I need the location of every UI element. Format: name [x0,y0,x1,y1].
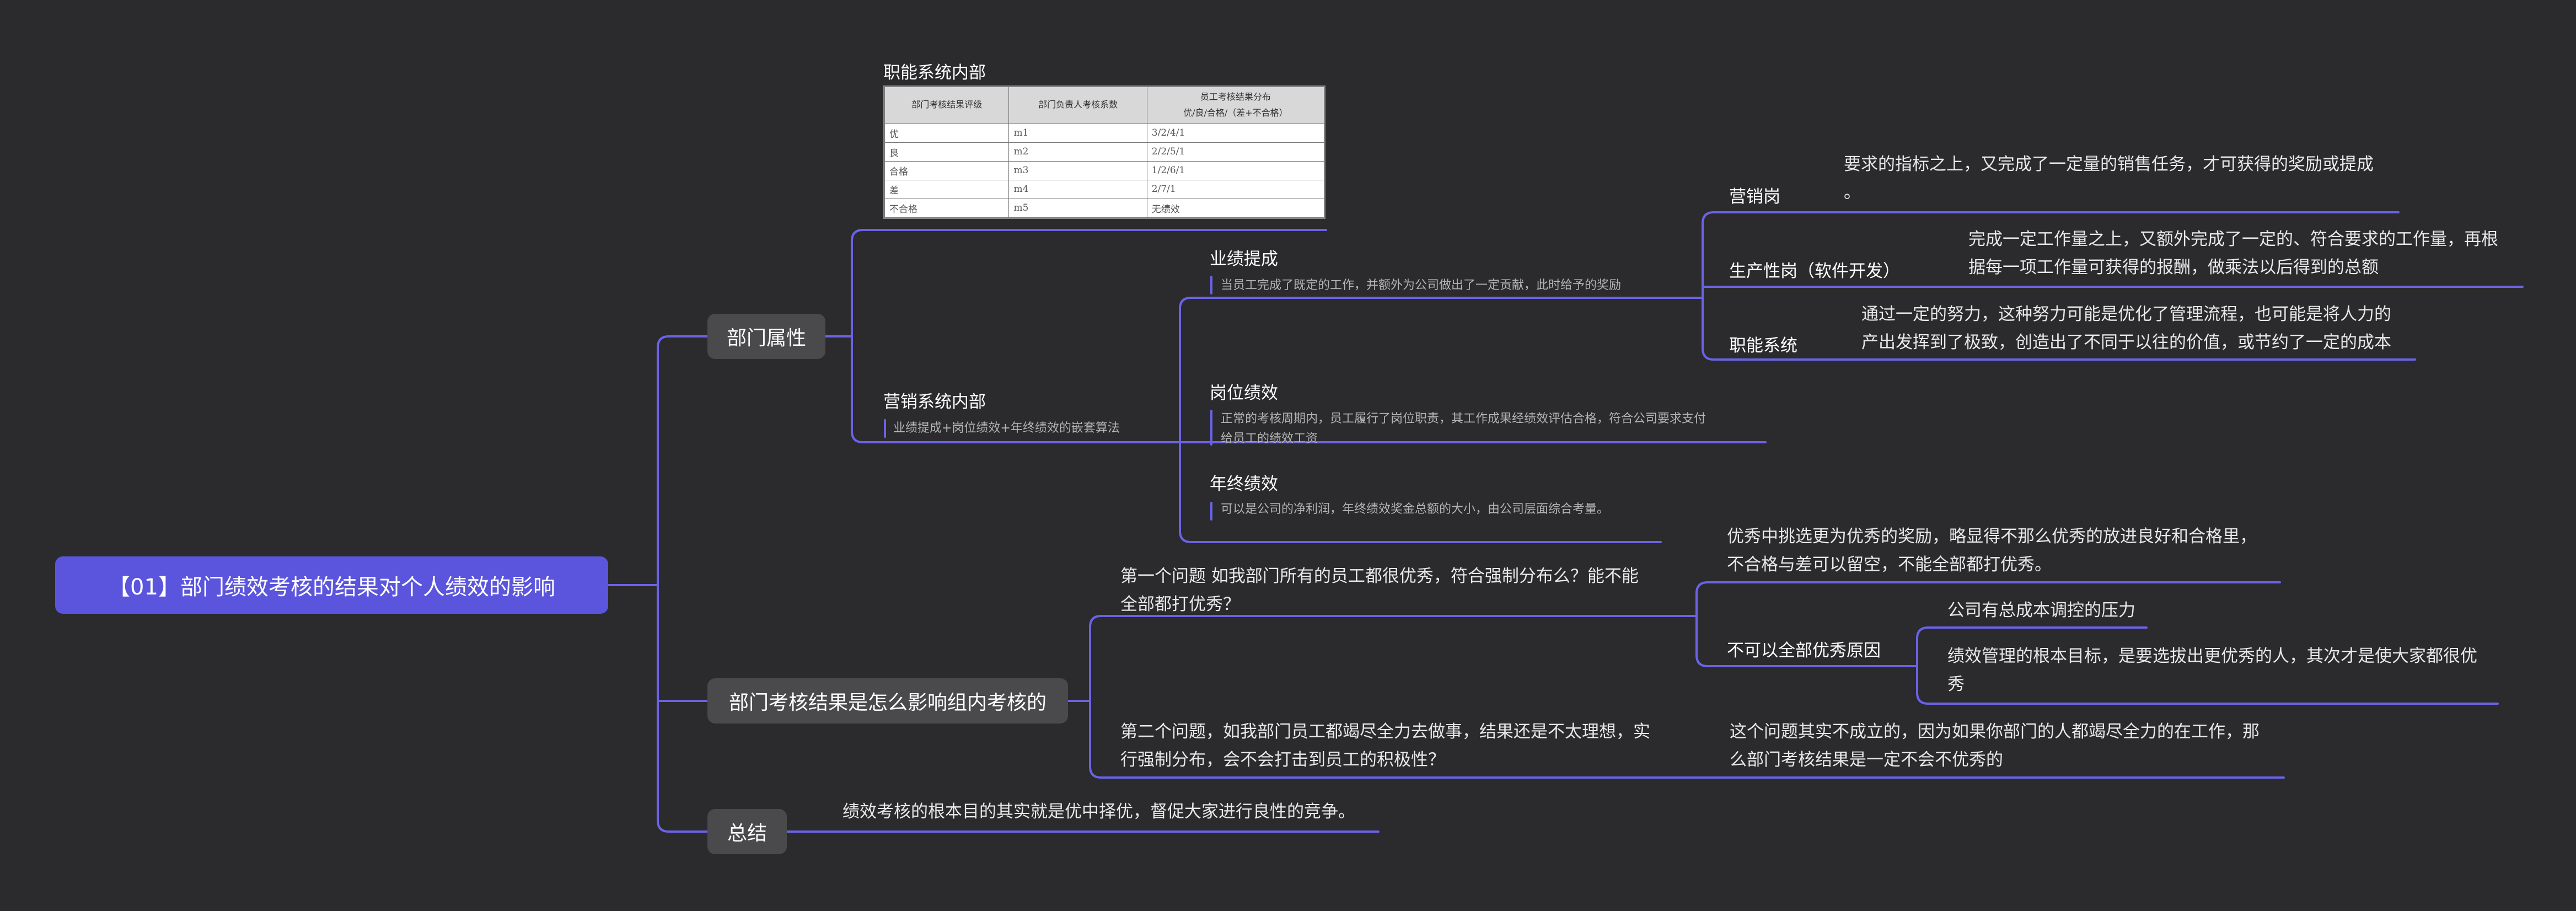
role-desc-production-line2: 据每一项工作量可获得的报酬，做乘法以后得到的总额 [1968,258,2379,277]
role-desc-functional-line2: 产出发挥到了极致，创造出了不同于以往的价值，或节约了一定的成本 [1861,333,2391,352]
marketing-system-title[interactable]: 营销系统内部 [883,392,986,412]
reason-goal-line2[interactable]: 秀 [1947,674,1965,694]
annual-note: 可以是公司的净利润，年终绩效奖金总额的大小，由公司层面综合考量。 [1221,502,1609,516]
reason-cost-pressure[interactable]: 公司有总成本调控的压力 [1947,601,2135,620]
answer2-line1[interactable]: 这个问题其实不成立的，因为如果你部门的人都竭尽全力的在工作，那 [1730,722,2260,742]
role-label-production[interactable]: 生产性岗（软件开发） [1729,261,1900,281]
reason-label[interactable]: 不可以全部优秀原因 [1727,641,1881,661]
table-cell: 良 [884,142,1010,162]
role-label-functional[interactable]: 职能系统 [1729,336,1797,356]
position-note-line2: 给员工的绩效工资 [1221,432,1318,446]
table-row: 优 m1 3/2/4/1 [884,123,1325,143]
table-row: 合格 m3 1/2/6/1 [884,160,1325,180]
table-cell: 3/2/4/1 [1146,123,1325,143]
table-row: 差 m4 2/7/1 [884,179,1325,199]
answer1-line1[interactable]: 优秀中挑选更为优秀的奖励，略显得不那么优秀的放进良好和合格里， [1727,527,2257,546]
annual-title[interactable]: 年终绩效 [1210,474,1278,494]
question1-line1[interactable]: 第一个问题 如我部门所有的员工都很优秀，符合强制分布么？能不能 [1120,566,1639,586]
branch-department-attributes[interactable]: 部门属性 [707,314,825,359]
role-desc-production-line1: 完成一定工作量之上，又额外完成了一定的、符合要求的工作量，再根 [1968,229,2498,249]
table-cell: m4 [1008,179,1147,199]
table-cell: 2/7/1 [1146,179,1325,199]
table-cell: m5 [1008,198,1147,218]
table-row: 良 m2 2/2/5/1 [884,142,1325,162]
answer1-line2[interactable]: 不合格与差可以留空，不能全部都打优秀。 [1727,555,2052,575]
table-header: 部门考核结果评级 [884,87,1010,124]
role-label-sales[interactable]: 营销岗 [1729,187,1780,207]
table-header: 员工考核结果分布 优/良/合格/（差+不合格） [1146,87,1325,124]
question1-line2[interactable]: 全部都打优秀？ [1120,594,1240,614]
marketing-system-note: 业绩提成+岗位绩效+年终绩效的嵌套算法 [893,421,1120,435]
table-cell: 合格 [884,160,1010,180]
role-desc-functional-line1: 通过一定的努力，这种努力可能是优化了管理流程，也可能是将人力的 [1861,304,2391,324]
position-note-line1: 正常的考核周期内，员工履行了岗位职责，其工作成果经绩效评估合格，符合公司要求支付 [1221,412,1706,426]
table-cell: 优 [884,123,1010,143]
branch-department-result-impact[interactable]: 部门考核结果是怎么影响组内考核的 [707,678,1068,724]
table-cell: 不合格 [884,198,1010,218]
root-topic[interactable]: 【01】部门绩效考核的结果对个人绩效的影响 [55,556,608,614]
question2-line2[interactable]: 行强制分布，会不会打击到员工的积极性？ [1120,750,1445,770]
table-header-sub: 优/良/合格/（差+不合格） [1183,107,1288,118]
table-cell: m3 [1008,160,1147,180]
answer2-line2[interactable]: 么部门考核结果是一定不会不优秀的 [1730,750,2003,770]
position-title[interactable]: 岗位绩效 [1210,383,1278,403]
table-header: 部门负责人考核系数 [1008,87,1147,124]
table-cell: m2 [1008,142,1147,162]
question2-line1[interactable]: 第二个问题，如我部门员工都竭尽全力去做事，结果还是不太理想，实 [1120,722,1650,742]
reason-goal-line1[interactable]: 绩效管理的根本目标，是要选拔出更优秀的人，其次才是使大家都很优 [1947,646,2477,666]
table-cell: m1 [1008,123,1147,143]
functional-system-title[interactable]: 职能系统内部 [883,63,986,83]
commission-note: 当员工完成了既定的工作，并额外为公司做出了一定贡献，此时给予的奖励 [1221,278,1622,292]
table-row: 不合格 m5 无绩效 [884,198,1325,218]
table-cell: 2/2/5/1 [1146,142,1325,162]
table-cell: 无绩效 [1146,198,1325,218]
role-desc-sales-line1: 要求的指标之上，又完成了一定量的销售任务，才可获得的奖励或提成 [1844,154,2374,174]
table-cell: 差 [884,179,1010,199]
table-header-main: 员工考核结果分布 [1200,92,1271,102]
branch-summary[interactable]: 总结 [707,809,787,854]
role-desc-sales-line2: 。 [1844,183,1861,202]
commission-title[interactable]: 业绩提成 [1210,249,1278,269]
table-cell: 1/2/6/1 [1146,160,1325,180]
grading-table: 部门考核结果评级 部门负责人考核系数 员工考核结果分布 优/良/合格/（差+不合… [883,85,1325,219]
summary-text[interactable]: 绩效考核的根本目的其实就是优中择优，督促大家进行良性的竞争。 [842,802,1355,822]
